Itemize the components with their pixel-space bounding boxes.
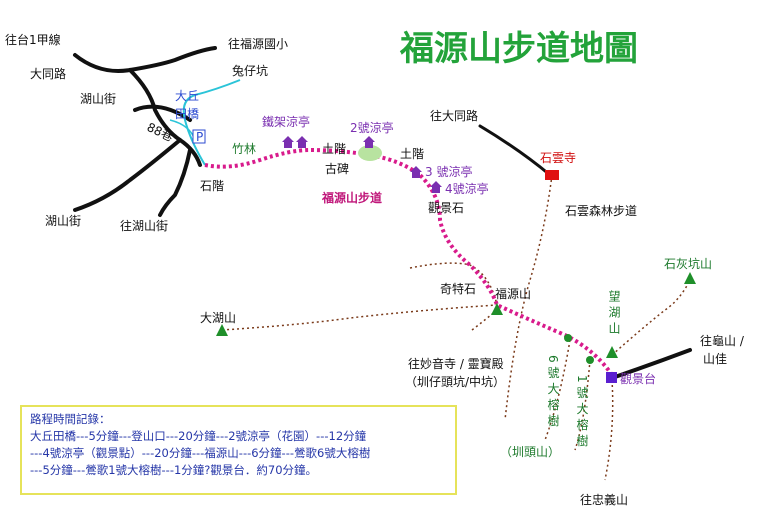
label-tianqiao: 田橋 [175, 107, 199, 121]
road-to-guishan [610, 348, 692, 380]
label-old-stele: 古碑 [325, 161, 349, 176]
pavilion-icon [296, 136, 308, 148]
label-hushan-st-lower: 湖山街 [45, 213, 81, 228]
label-to-hushan-st: 往湖山街 [120, 218, 168, 233]
label-dirt-steps2: 土階 [400, 146, 424, 161]
road-to-hushan-st [158, 148, 192, 217]
trail-shihuikeng [611, 279, 691, 356]
side-trails [221, 174, 691, 481]
trail-dahu [221, 304, 498, 331]
label-pavilion3: 3 號涼亭 [425, 164, 472, 179]
temple-icon [545, 170, 559, 180]
road-to-datong [478, 124, 552, 177]
road-hushan-upper [128, 68, 182, 142]
peak-icon [491, 303, 503, 315]
road-network [73, 46, 692, 380]
label-dahu-mtn: 大湖山 [200, 310, 236, 325]
label-observation-deck: 觀景台 [620, 371, 656, 386]
label-shiyun-trail: 石雲森林步道 [565, 203, 637, 218]
time-record-box: 路程時間記錄： 大丘田橋---5分鐘---登山口---20分鐘---2號涼亭（花… [20, 405, 457, 495]
label-to-miaoyin-sub: （圳仔頭坑/中坑） [405, 374, 505, 389]
observation-deck-icon [606, 372, 617, 383]
label-datong-rd: 大同路 [30, 66, 66, 81]
label-to-fuyuan-school: 往福源國小 [228, 36, 288, 51]
label-wanghu-mtn: 望湖山 [607, 290, 621, 338]
label-bamboo: 竹林 [232, 142, 256, 156]
road-datong [73, 46, 217, 73]
parking-label: P [196, 130, 203, 144]
peaks [216, 272, 696, 358]
trail-zhongyi [604, 379, 614, 481]
label-banyan1: 1號大榕樹 [575, 375, 589, 451]
road-junction [178, 138, 202, 167]
label-tuzaikeng: 兔仔坑 [232, 63, 268, 78]
map-title: 福源山步道地圖 [399, 29, 638, 69]
label-fuyuan-mtn: 福源山 [495, 286, 531, 301]
label-hushan-st-upper: 湖山街 [80, 91, 116, 106]
legend-line: 大丘田橋---5分鐘---登山口---20分鐘---2號涼亭（花園）---12分… [30, 429, 367, 443]
pavilion-icon [363, 136, 375, 148]
trail-banyan6 [544, 339, 571, 441]
trail-banyan1 [574, 359, 591, 451]
label-tiejia-pavilion: 鐵架涼亭 [262, 114, 310, 129]
legend-line: ---5分鐘---鶯歌1號大榕樹---1分鐘?觀景台．約70分鐘。 [30, 463, 318, 477]
parking-icon [192, 129, 206, 144]
tree-icon [564, 334, 572, 342]
peak-icon [684, 272, 696, 284]
label-banyan6: 6號大榕樹 [546, 355, 560, 431]
label-banyan6-sub: （圳頭山） [500, 445, 560, 459]
label-to-miaoyin: 往妙音寺 / 靈寶殿 [408, 356, 504, 371]
pavilion-icon [282, 136, 294, 148]
main-trail [204, 147, 614, 377]
label-pavilion2: 2號涼亭 [350, 120, 394, 135]
peak-icon [216, 324, 228, 336]
label-shiyun-temple: 石雲寺 [540, 151, 576, 165]
pavilions [282, 136, 442, 193]
pavilion-icon [430, 181, 442, 193]
label-lane88: 88巷 [145, 120, 176, 144]
label-to-guishan: 往龜山 / [700, 333, 745, 348]
peak-icon [606, 346, 618, 358]
label-dirt-steps1: 土階 [322, 141, 346, 156]
label-view-stone: 觀景石 [428, 201, 464, 215]
label-to-datong-rd: 往大同路 [430, 108, 478, 123]
trail-odd-stone [409, 262, 498, 306]
label-to-taiwan1: 往台1甲線 [5, 32, 61, 47]
garden-area [358, 145, 382, 161]
label-daqiu: 大丘 [175, 89, 199, 103]
label-to-guishan2: 山佳 [703, 352, 727, 366]
label-odd-stone: 奇特石 [440, 281, 476, 296]
trail-miaoyin [471, 309, 498, 331]
pavilion-icon [410, 166, 422, 178]
label-to-zhongyi: 往忠義山 [580, 492, 628, 507]
legend-heading: 路程時間記錄： [30, 412, 111, 426]
legend-line: ---4號涼亭（觀景點）---20分鐘---福源山---6分鐘---鶯歌6號大榕… [30, 446, 371, 460]
road-hushan-lower [73, 138, 182, 212]
label-stone-steps: 石階 [200, 178, 224, 193]
label-pavilion4: 4號涼亭 [445, 181, 489, 196]
tree-icon [586, 356, 594, 364]
label-trail-name: 福源山步道 [321, 190, 382, 205]
trail-shiyun-forest [504, 174, 553, 421]
label-shihuikeng-mtn: 石灰坑山 [664, 256, 712, 271]
